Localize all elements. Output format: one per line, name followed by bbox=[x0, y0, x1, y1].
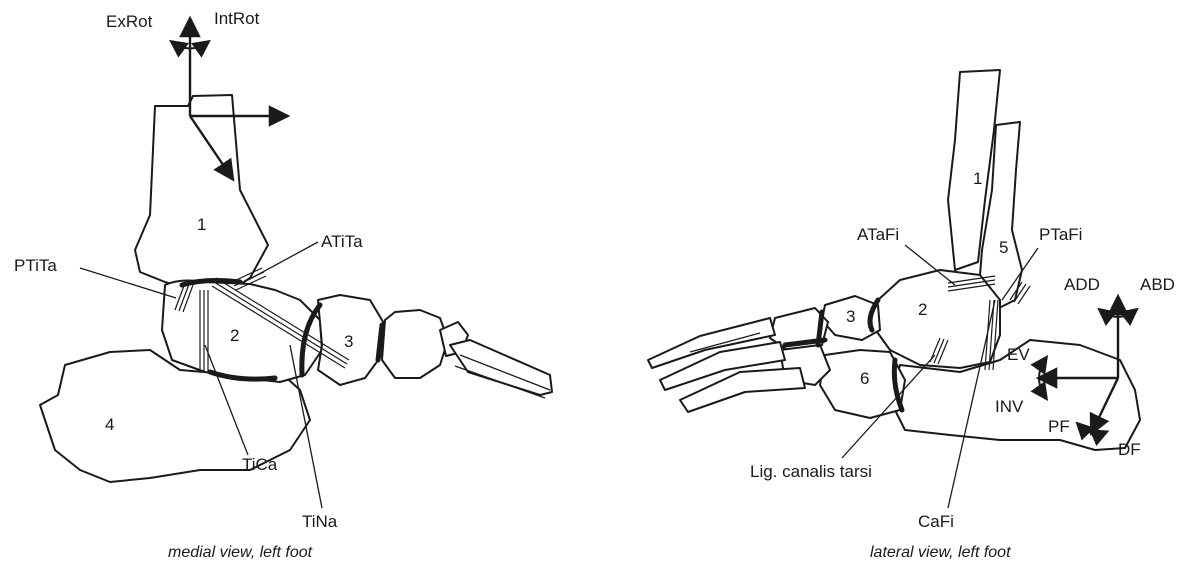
lateral-view-panel: ATaFi PTaFi ADD ABD EV INV PF DF Lig. ca… bbox=[648, 70, 1175, 561]
medial-caption: medial view, left foot bbox=[168, 544, 313, 561]
medial-cuneiform-bone bbox=[382, 310, 448, 378]
label-lig-canalis-tarsi: Lig. canalis tarsi bbox=[750, 462, 872, 481]
label-abd: ABD bbox=[1140, 275, 1175, 294]
lateral-caption: lateral view, left foot bbox=[870, 544, 1011, 561]
medial-talus-bone bbox=[162, 281, 322, 382]
lateral-bone-number-6: 6 bbox=[860, 369, 869, 388]
label-pta-fi: PTaFi bbox=[1039, 225, 1082, 244]
label-ti-ca: TiCa bbox=[242, 455, 278, 474]
medial-tibia-bone bbox=[135, 95, 268, 292]
lateral-bone-number-5: 5 bbox=[999, 238, 1008, 257]
lateral-bone-number-1: 1 bbox=[973, 169, 982, 188]
lateral-bone-number-3: 3 bbox=[846, 307, 855, 326]
label-ev: EV bbox=[1007, 345, 1030, 364]
medial-bone-number-4: 4 bbox=[105, 415, 114, 434]
medial-bone-number-1: 1 bbox=[197, 215, 206, 234]
label-ca-fi: CaFi bbox=[918, 512, 954, 531]
label-inv: INV bbox=[995, 397, 1024, 416]
medial-bone-number-2: 2 bbox=[230, 326, 239, 345]
lateral-bone-number-2: 2 bbox=[918, 300, 927, 319]
label-pf: PF bbox=[1048, 417, 1070, 436]
label-ti-na: TiNa bbox=[302, 512, 338, 531]
label-ex-rot: ExRot bbox=[106, 12, 153, 31]
label-int-rot: IntRot bbox=[214, 9, 260, 28]
label-df: DF bbox=[1118, 440, 1141, 459]
label-ata-fi: ATaFi bbox=[857, 225, 899, 244]
label-add: ADD bbox=[1064, 275, 1100, 294]
medial-metatarsal-bone bbox=[450, 340, 552, 395]
medial-view-panel: ExRot IntRot PTiTa ATiTa TiCa TiNa 1 2 3… bbox=[14, 9, 552, 561]
label-pti-ta: PTiTa bbox=[14, 256, 57, 275]
medial-bone-number-3: 3 bbox=[344, 332, 353, 351]
label-ati-ta: ATiTa bbox=[321, 232, 363, 251]
